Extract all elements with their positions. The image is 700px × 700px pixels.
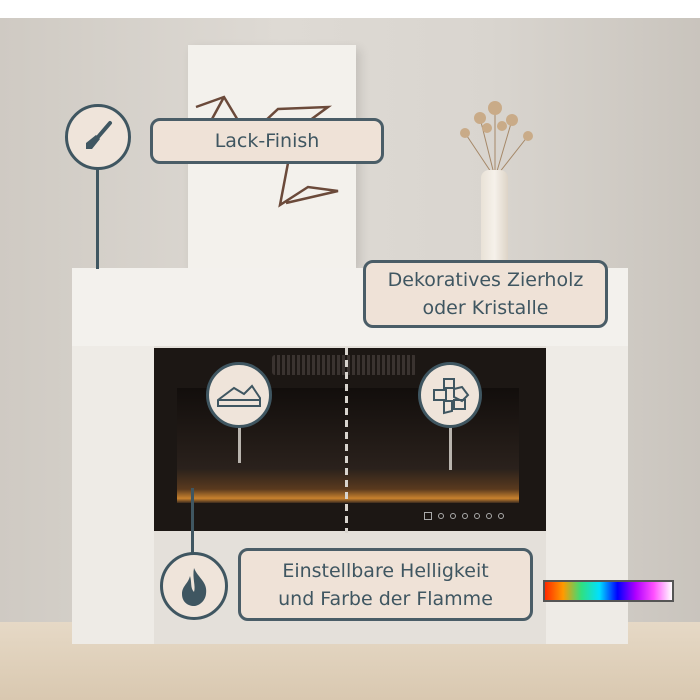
wood-log-icon: [206, 362, 272, 428]
control-button: [438, 513, 444, 519]
split-divider: [345, 348, 348, 533]
label-finish: Lack-Finish: [150, 118, 384, 164]
label-decor: Dekoratives Zierholz oder Kristalle: [363, 260, 608, 328]
heater-vent: [272, 355, 417, 375]
dried-flowers: [460, 101, 533, 178]
label-text: und Farbe der Flamme: [278, 587, 493, 610]
flame-color-spectrum: [543, 580, 674, 602]
crystals-icon: [418, 362, 482, 428]
label-text: Dekoratives Zierholz: [387, 269, 584, 291]
label-text: Einstellbare Helligkeit: [282, 559, 489, 582]
vase: [481, 170, 508, 262]
label-flame: Einstellbare Helligkeit und Farbe der Fl…: [238, 548, 533, 621]
control-panel: [424, 512, 504, 520]
label-text: oder Kristalle: [422, 297, 549, 319]
control-button: [462, 513, 468, 519]
control-button: [498, 513, 504, 519]
label-text: Lack-Finish: [214, 130, 320, 152]
brush-icon: [65, 104, 131, 170]
callout-line: [96, 165, 99, 269]
mantel-leg-left: [72, 346, 154, 644]
control-button: [450, 513, 456, 519]
top-margin: [0, 0, 700, 18]
control-button: [474, 513, 480, 519]
callout-line: [191, 488, 194, 556]
control-button: [486, 513, 492, 519]
flame-icon: [160, 552, 228, 620]
power-button: [424, 512, 432, 520]
callout-line: [449, 425, 452, 470]
callout-line: [238, 425, 241, 463]
